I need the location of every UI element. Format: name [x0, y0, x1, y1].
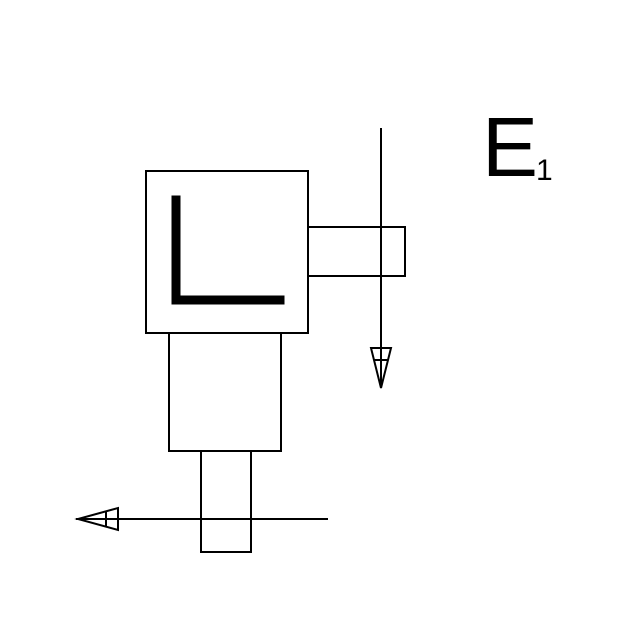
gearbox-housing	[145, 170, 309, 334]
diagram-label: E	[482, 100, 538, 194]
arrow-down-icon	[369, 128, 393, 389]
arrow-left-icon	[74, 506, 328, 532]
lower-neck-block	[168, 332, 282, 452]
bottom-input-shaft	[200, 450, 252, 553]
gearbox-type-glyph	[171, 195, 285, 305]
side-output-shaft	[307, 226, 406, 277]
diagram-label-subscript: 1	[536, 154, 553, 187]
